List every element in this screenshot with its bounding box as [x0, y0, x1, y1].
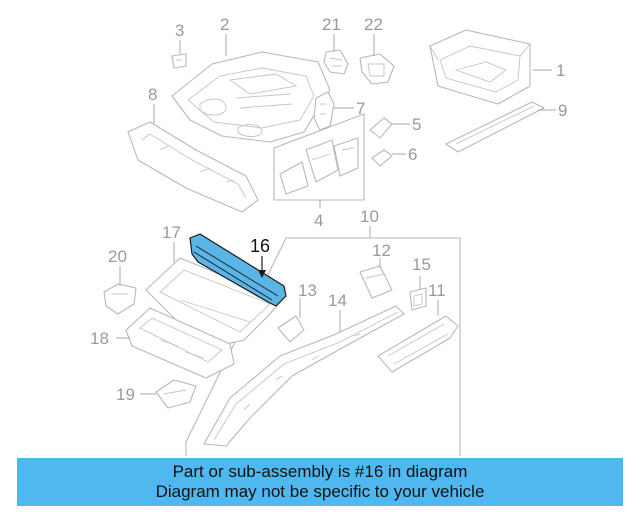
- label-15: 15: [412, 255, 431, 274]
- part-7-illustration: [313, 91, 335, 131]
- part-22-illustration: [359, 53, 395, 85]
- part-9-illustration: [445, 101, 545, 153]
- part-12-illustration: [359, 265, 393, 299]
- label-21: 21: [322, 15, 341, 34]
- part-2-illustration: [171, 51, 331, 143]
- part-18-illustration: [125, 307, 235, 379]
- banner-line-2: Diagram may not be specific to your vehi…: [155, 482, 485, 501]
- part-3-illustration: [171, 53, 187, 69]
- info-banner: Part or sub-assembly is #16 in diagram D…: [17, 458, 623, 506]
- label-13: 13: [298, 281, 317, 300]
- part-19-illustration: [155, 379, 197, 409]
- label-10: 10: [360, 207, 379, 226]
- label-6: 6: [408, 145, 417, 164]
- label-22: 22: [364, 15, 383, 34]
- label-7: 7: [356, 99, 365, 118]
- label-16: 16: [250, 236, 270, 256]
- label-3: 3: [175, 21, 184, 40]
- group-10-outline: [185, 237, 461, 456]
- part-13-illustration: [277, 315, 305, 343]
- part-1-illustration: [429, 29, 531, 105]
- part-21-illustration: [323, 49, 349, 75]
- label-2: 2: [220, 15, 229, 34]
- leader-16-arrowhead: [258, 270, 266, 278]
- banner-line-1: Part or sub-assembly is #16 in diagram: [172, 462, 468, 481]
- label-17: 17: [162, 223, 181, 242]
- part-20-illustration: [103, 283, 137, 315]
- part-4-illustration: [279, 137, 359, 195]
- label-20: 20: [108, 247, 127, 266]
- part-11-illustration: [377, 315, 459, 373]
- part-6-illustration: [371, 149, 393, 167]
- part-8-illustration: [127, 121, 259, 213]
- label-8: 8: [148, 85, 157, 104]
- label-14: 14: [328, 291, 347, 310]
- label-11: 11: [428, 281, 446, 300]
- label-1: 1: [556, 61, 565, 80]
- label-12: 12: [372, 241, 391, 260]
- part-5-illustration: [369, 117, 393, 139]
- label-9: 9: [558, 101, 567, 120]
- label-18: 18: [90, 329, 109, 348]
- part-15-illustration: [409, 287, 427, 311]
- label-4: 4: [314, 211, 323, 230]
- label-19: 19: [116, 385, 135, 404]
- part-14-illustration: [203, 305, 405, 447]
- part-16-illustration: [189, 233, 287, 307]
- label-5: 5: [412, 115, 421, 134]
- group-4-outline: [273, 113, 365, 201]
